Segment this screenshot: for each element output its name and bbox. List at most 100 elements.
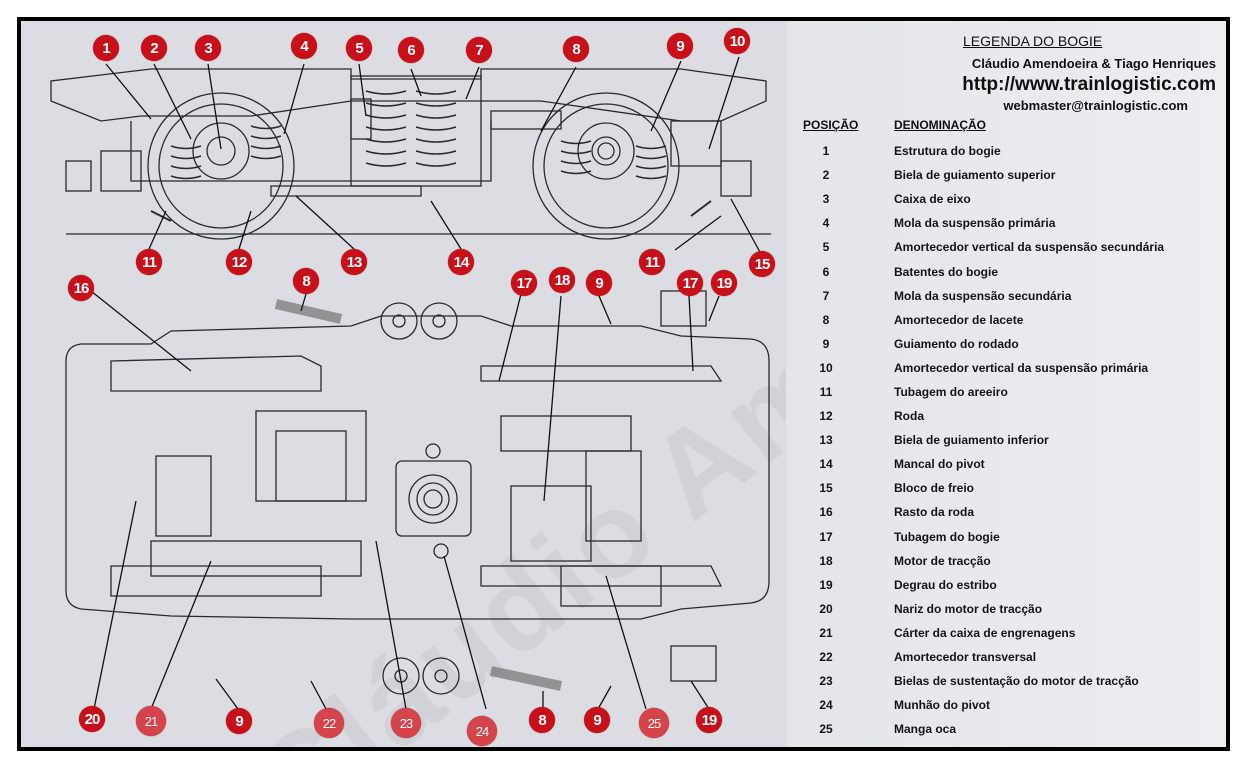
callout-22: 22 (314, 708, 344, 738)
yaw-damper-top-left (274, 299, 343, 324)
legend-row-name: Bielas de sustentação do motor de tracçã… (894, 674, 1139, 689)
callout-7: 7 (466, 37, 492, 63)
gear-case-right (500, 415, 632, 452)
legend-row: 1 Estrutura do bogie (786, 139, 1226, 163)
legend-row-position: 18 (819, 553, 833, 568)
legend-row: 10 Amortecedor vertical da suspensão prim… (786, 356, 1226, 380)
legend-row-position: 5 (822, 240, 830, 255)
callout-20: 20 (79, 706, 105, 732)
legend-row-name: Mola da suspensão secundária (894, 288, 1072, 303)
top-wheel-sets (380, 302, 460, 695)
callout-5: 5 (346, 35, 372, 61)
legend-row-name: Amortecedor de lacete (894, 312, 1024, 327)
legend-row-position: 23 (819, 674, 833, 689)
traction-motor-left (255, 410, 367, 502)
legend-row-position: 1 (822, 144, 830, 159)
legend-row-position: 25 (819, 722, 833, 737)
step-top (660, 290, 707, 327)
traction-motor-right (510, 485, 592, 562)
gearbox-left (155, 455, 212, 537)
callout-13: 13 (341, 249, 367, 275)
callout-1: 1 (93, 35, 119, 61)
step-bottom (670, 645, 717, 682)
legend-row: 8 Amortecedor de lacete (786, 308, 1226, 332)
legend-url: http://www.trainlogistic.com (962, 74, 1216, 95)
legend-row-name: Manga oca (894, 722, 957, 737)
callout-12: 12 (226, 249, 252, 275)
legend-row-position: 11 (819, 384, 833, 399)
callout-9-top: 9 (586, 270, 612, 296)
callout-3: 3 (195, 35, 221, 61)
side-view (50, 68, 771, 240)
legend-title: LEGENDA DO BOGIE (963, 33, 1103, 49)
legend-row-position: 21 (819, 625, 833, 640)
yaw-damper-side (490, 110, 562, 130)
wheel-left (147, 92, 295, 240)
legend-row-name: Guiamento do rodado (894, 336, 1019, 351)
callout-8: 8 (563, 36, 589, 62)
legend-row-name: Motor de tracção (894, 553, 991, 568)
callout-9-bottom-left: 9 (226, 708, 252, 734)
callout-16: 16 (68, 275, 94, 301)
legend-row-position: 19 (819, 577, 833, 592)
legend-row-name: Estrutura do bogie (894, 144, 1001, 159)
legend-row: 9 Guiamento do rodado (786, 332, 1226, 356)
bogie-diagram: Cláudio Amendoeira (21, 21, 1226, 747)
legend-row-position: 8 (822, 312, 830, 327)
legend-row: 12 Roda (786, 404, 1226, 428)
legend-row: 23 Bielas de sustentação do motor de trac… (786, 669, 1226, 693)
legend-row-name: Amortecedor transversal (894, 650, 1037, 665)
callout-17a: 17 (511, 270, 537, 296)
leader-lines (90, 56, 762, 710)
wheel-right (532, 92, 680, 240)
primary-damper-box (670, 120, 722, 167)
callout-14: 14 (448, 249, 474, 275)
legend-row-position: 14 (819, 457, 833, 472)
callout-10: 10 (724, 28, 750, 54)
callout-8-bottom: 8 (529, 707, 555, 733)
legend-row-position: 22 (819, 650, 833, 665)
legend-row: 11 Tubagem do areeiro (786, 380, 1226, 404)
yaw-damper-bottom-right (489, 666, 563, 691)
legend-row-name: Tubagem do areeiro (894, 384, 1008, 399)
legend-row-position: 24 (819, 698, 833, 713)
legend-row-name: Batentes do bogie (894, 264, 999, 279)
legend-row-name: Roda (894, 409, 924, 424)
hollow-shaft (560, 565, 662, 607)
callout-19-bottom: 19 (696, 707, 722, 733)
legend-row: 15 Bloco de freio (786, 476, 1226, 500)
legend-row-position: 15 (819, 481, 833, 496)
legend-row-name: Nariz do motor de tracção (894, 601, 1043, 616)
legend-authors: Cláudio Amendoeira & Tiago Henriques (971, 56, 1216, 71)
legend-row-name: Tubagem do bogie (894, 529, 1000, 544)
legend-row-position: 6 (822, 264, 830, 279)
legend-row-position: 7 (822, 288, 830, 303)
legend-panel: LEGENDA DO BOGIE Cláudio Amendoeira & Ti… (786, 21, 1226, 747)
legend-row-position: 12 (819, 409, 833, 424)
callout-18: 18 (549, 267, 575, 293)
legend-col-position: POSIÇÃO (803, 118, 859, 132)
legend-row-position: 3 (822, 192, 830, 207)
legend-row-name: Biela de guiamento superior (894, 168, 1056, 183)
callout-15: 15 (749, 251, 775, 277)
legend-row-name: Amortecedor vertical da suspensão primár… (894, 360, 1149, 375)
legend-row-position: 9 (822, 336, 830, 351)
callout-9-bottom-right: 9 (584, 707, 610, 733)
figure-frame: Cláudio Amendoeira (17, 17, 1230, 751)
callout-2: 2 (141, 35, 167, 61)
legend-email: webmaster@trainlogistic.com (1003, 98, 1188, 113)
legend-row-name: Bloco de freio (894, 481, 975, 496)
legend-row: 22 Amortecedor transversal (786, 645, 1226, 669)
pivot-journal (433, 543, 449, 559)
callout-9: 9 (667, 33, 693, 59)
legend-row-name: Biela de guiamento inferior (894, 433, 1049, 448)
legend-row-position: 10 (819, 360, 833, 375)
callout-19-top: 19 (711, 270, 737, 296)
